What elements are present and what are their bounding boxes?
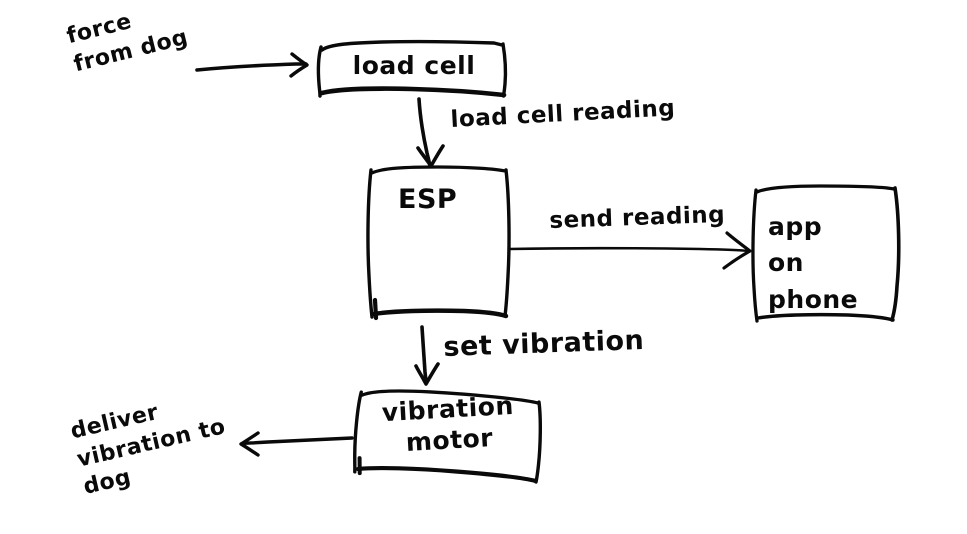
node-box-load-cell[interactable] — [316, 39, 508, 98]
node-box-vibration-motor[interactable] — [353, 388, 542, 484]
arrow-deliver-vibration — [239, 431, 354, 457]
node-label-load-cell: load cell — [352, 51, 476, 80]
arrow-set-vibration — [414, 325, 440, 386]
arrow-send-reading — [507, 231, 752, 270]
node-box-esp[interactable] — [366, 165, 511, 321]
arrow-load-cell-reading — [416, 97, 445, 168]
node-label-esp: ESP — [398, 184, 458, 215]
node-label-vibration-motor: vibration motor — [381, 390, 515, 458]
node-box-app-on-phone[interactable] — [751, 184, 901, 323]
arrow-force-in — [195, 52, 309, 78]
node-label-app-on-phone: app on phone — [768, 212, 859, 314]
